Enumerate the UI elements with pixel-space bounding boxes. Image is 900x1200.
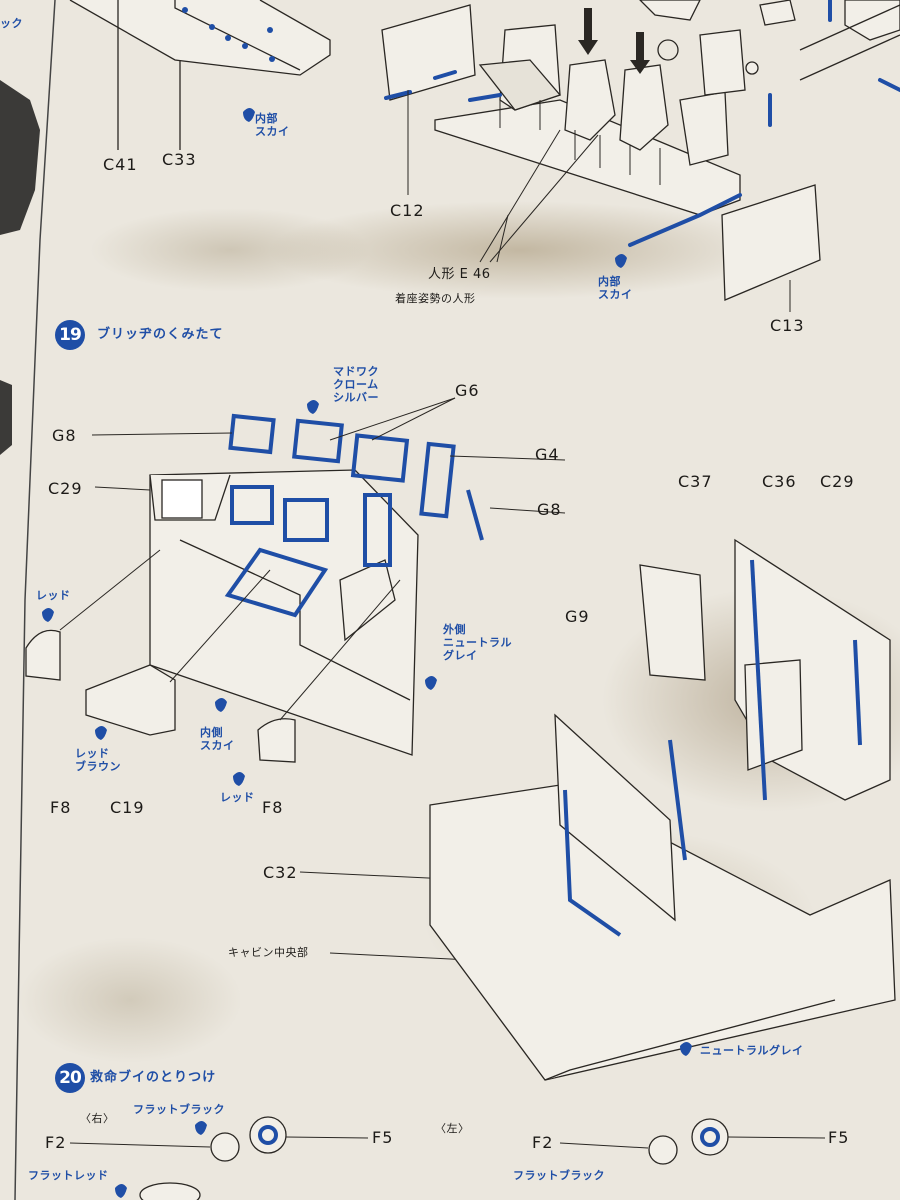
cabin-middle-drawing — [429, 538, 896, 1081]
step19-leader-lines — [59, 397, 566, 961]
part-label-f2-right: F2 — [532, 1133, 554, 1152]
seat-legs — [499, 100, 661, 185]
paint-label-red-brown: レッド ブラウン — [75, 747, 121, 773]
part-label-c36: C36 — [762, 472, 797, 491]
part-label-g6: G6 — [455, 381, 480, 400]
paint-label-inner-sky: 内側 スカイ — [200, 726, 235, 752]
paint-drop-icon — [243, 108, 255, 122]
paint-label-interior-sky: 内部 スカイ — [255, 112, 290, 138]
blue-glue-marks-top — [384, 0, 900, 247]
window-frames — [224, 413, 484, 618]
part-label-g9: G9 — [565, 607, 590, 626]
edge-fragment-text: ック — [0, 17, 23, 30]
paint-drop-icon — [615, 254, 627, 268]
figure-part-label: 人形 E 46 — [428, 267, 491, 282]
bridge-wall-drawing — [25, 469, 419, 763]
paint-label-exterior-grey: 外側 ニュートラル グレイ — [443, 623, 512, 662]
lifebuoy-blue — [258, 1125, 720, 1147]
step-19-title: ブリッヂのくみたて — [97, 327, 224, 342]
deck-blue-dots — [182, 7, 275, 62]
step20-leader-lines — [69, 1136, 826, 1149]
left-photo-edge-lower — [0, 380, 12, 455]
part-label-c19: C19 — [110, 798, 145, 817]
paint-label-red-left: レッド — [36, 589, 71, 602]
paint-label-neutral-grey: ニュートラルグレイ — [700, 1044, 804, 1057]
part-label-g8-right: G8 — [537, 500, 562, 519]
part-label-c12: C12 — [390, 201, 425, 220]
part-label-c29-left: C29 — [48, 479, 83, 498]
part-label-c29-right: C29 — [820, 472, 855, 491]
step-20-number: 20 — [55, 1063, 85, 1093]
paint-label-interior-sky-2: 内部 スカイ — [598, 275, 633, 301]
arrow-markers — [578, 8, 650, 74]
paint-label-red-bottom: レッド — [220, 791, 255, 804]
figure-note: 着座姿勢の人形 — [395, 292, 476, 305]
paint-label-flat-red: フラットレッド — [28, 1169, 109, 1182]
side-label-left: 〈左〉 — [435, 1122, 470, 1135]
part-label-f2-left: F2 — [45, 1133, 67, 1152]
blue-glue-marks-cabin — [563, 559, 862, 937]
part-label-f8-right: F8 — [262, 798, 284, 817]
part-label-g4: G4 — [535, 445, 560, 464]
part-label-f8-left: F8 — [50, 798, 72, 817]
left-photo-edge-upper — [0, 80, 40, 235]
paint-drop-icons — [42, 400, 692, 1198]
left-margin-line — [14, 0, 56, 1200]
paint-label-flat-black-1: フラットブラック — [133, 1103, 225, 1116]
part-label-c13: C13 — [770, 316, 805, 335]
part-label-f5-left: F5 — [372, 1128, 394, 1147]
paint-label-flat-black-2: フラットブラック — [513, 1169, 605, 1182]
deck-panel-drawing — [69, 0, 331, 150]
part-label-c32: C32 — [263, 863, 298, 882]
figure-leader-lines — [407, 90, 791, 312]
part-label-g8-left: G8 — [52, 426, 77, 445]
paint-label-window-frames: マドワク クローム シルバー — [333, 365, 379, 404]
part-label-c33: C33 — [162, 150, 197, 169]
lifebuoy-drawings — [139, 1116, 729, 1200]
step-19-number: 19 — [55, 320, 85, 350]
part-label-f5-right: F5 — [828, 1128, 850, 1147]
cabin-center-label: キャビン中央部 — [228, 946, 309, 959]
part-label-c37: C37 — [678, 472, 713, 491]
side-label-right: 〈右〉 — [80, 1112, 115, 1125]
part-label-c41: C41 — [103, 155, 138, 174]
step-20-title: 救命ブイのとりつけ — [90, 1070, 217, 1085]
bridge-interior-drawing — [381, 0, 900, 301]
